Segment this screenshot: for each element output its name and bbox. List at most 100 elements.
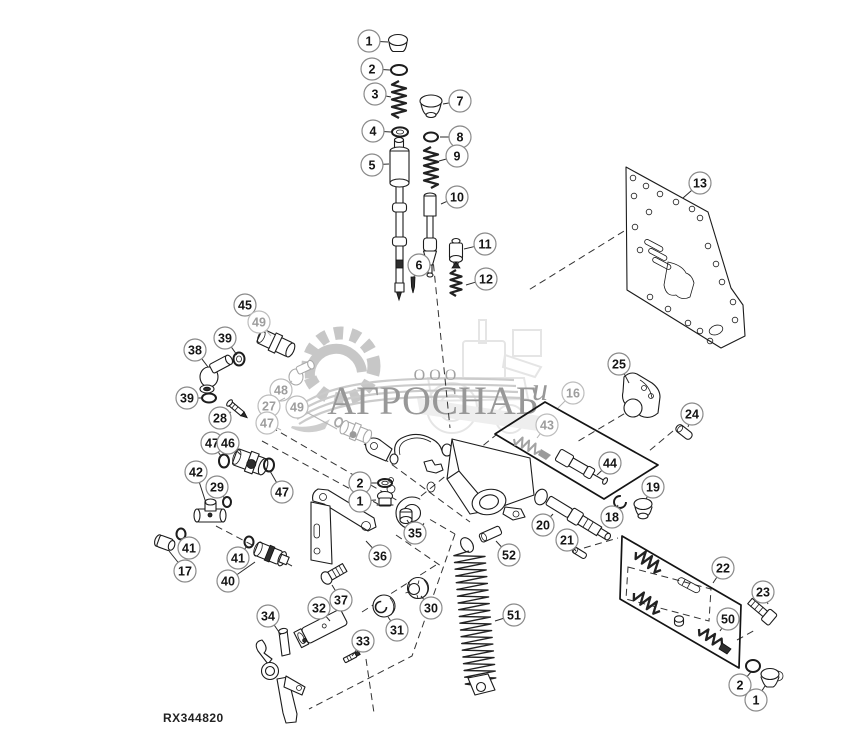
part-label-38: 38 (183, 338, 209, 368)
part-label-48: 48 (269, 378, 293, 402)
svg-text:9: 9 (454, 149, 461, 163)
part-oring-47-left (218, 453, 230, 469)
part-label-1: 1 (348, 489, 377, 513)
part-tee-42 (193, 498, 227, 523)
svg-text:2: 2 (369, 62, 376, 76)
part-label-28: 28 (208, 406, 232, 430)
svg-text:32: 32 (312, 601, 326, 615)
svg-text:47: 47 (260, 416, 274, 430)
part-label-1: 1 (357, 29, 389, 53)
part-pin-24 (675, 424, 693, 440)
svg-text:4: 4 (370, 124, 377, 138)
svg-text:17: 17 (178, 564, 192, 578)
part-cylinder-32 (293, 609, 348, 649)
svg-text:1: 1 (366, 34, 373, 48)
svg-text:18: 18 (605, 510, 619, 524)
part-oring-8 (423, 131, 439, 143)
part-label-43: 43 (535, 413, 559, 439)
part-plate-13 (625, 166, 746, 349)
part-label-36: 36 (365, 540, 392, 568)
svg-text:40: 40 (221, 574, 235, 588)
part-oring-41-left (175, 527, 187, 541)
part-label-17: 17 (168, 550, 197, 583)
part-label-16: 16 (557, 381, 585, 409)
part-label-32: 32 (307, 596, 331, 622)
svg-text:49: 49 (290, 400, 304, 414)
part-label-34: 34 (256, 604, 282, 636)
watermark-company: АГРОСНАБ (327, 378, 539, 423)
part-label-22: 22 (711, 556, 735, 584)
svg-text:27: 27 (262, 399, 276, 413)
part-spring-12 (449, 261, 463, 297)
part-label-47: 47 (269, 470, 294, 504)
part-spring-43 (513, 436, 551, 460)
watermark-ooo: ООО (414, 367, 461, 384)
part-label-25: 25 (607, 352, 631, 384)
part-fitting-40 (253, 541, 290, 567)
part-label-31: 31 (385, 616, 409, 642)
svg-text:42: 42 (189, 465, 203, 479)
part-label-13: 13 (682, 171, 712, 199)
part-bolt-37 (320, 563, 348, 585)
part-fitting-17 (153, 534, 176, 552)
part-nut-22 (673, 615, 685, 627)
part-label-45: 45 (233, 293, 266, 334)
svg-text:12: 12 (479, 272, 493, 286)
svg-text:11: 11 (478, 237, 491, 251)
svg-text:31: 31 (390, 623, 404, 637)
svg-text:13: 13 (693, 176, 707, 190)
part-label-40: 40 (216, 561, 256, 593)
svg-text:44: 44 (603, 456, 617, 470)
svg-text:43: 43 (540, 418, 554, 432)
svg-text:41: 41 (182, 541, 196, 555)
svg-text:47: 47 (205, 436, 219, 450)
part-label-3: 3 (363, 82, 392, 106)
part-valve-50 (697, 628, 732, 655)
svg-text:1: 1 (357, 494, 364, 508)
svg-text:34: 34 (261, 609, 275, 623)
part-label-30: 30 (419, 595, 443, 620)
part-nut-35 (399, 507, 413, 525)
part-plug-7 (419, 94, 443, 119)
svg-text:39: 39 (180, 391, 194, 405)
svg-text:49: 49 (252, 315, 266, 329)
part-label-19: 19 (641, 475, 665, 500)
figure-caption: RX344820 (163, 711, 224, 725)
part-label-39: 39 (175, 386, 202, 410)
svg-text:45: 45 (238, 298, 252, 312)
part-label-50: 50 (716, 607, 740, 632)
svg-text:5: 5 (369, 158, 376, 172)
svg-text:35: 35 (408, 526, 422, 540)
svg-text:36: 36 (373, 549, 387, 563)
svg-text:19: 19 (646, 480, 660, 494)
part-label-12: 12 (465, 267, 498, 291)
svg-text:29: 29 (210, 480, 224, 494)
part-label-51: 51 (494, 603, 526, 627)
svg-text:33: 33 (356, 634, 370, 648)
part-fitting-45 (256, 328, 296, 358)
part-label-29: 29 (205, 475, 229, 500)
svg-text:8: 8 (457, 130, 464, 144)
part-label-44: 44 (596, 451, 622, 476)
part-label-41: 41 (177, 536, 201, 560)
part-shaft-20 (545, 495, 612, 541)
svg-text:47: 47 (275, 485, 289, 499)
part-label-39: 39 (213, 326, 238, 356)
part-label-4: 4 (361, 119, 392, 143)
svg-text:3: 3 (372, 87, 379, 101)
svg-text:6: 6 (416, 258, 423, 272)
part-label-21: 21 (555, 528, 579, 552)
part-label-49: 49 (247, 310, 272, 337)
part-label-11: 11 (463, 232, 497, 256)
part-label-5: 5 (360, 153, 390, 177)
part-label-41: 41 (226, 545, 250, 570)
part-oring-2-center (377, 478, 393, 488)
part-oring-47-right (263, 457, 275, 473)
svg-text:1: 1 (753, 693, 760, 707)
part-label-20: 20 (531, 513, 555, 537)
svg-text:2: 2 (357, 476, 364, 490)
inset-box-16 (494, 401, 659, 500)
